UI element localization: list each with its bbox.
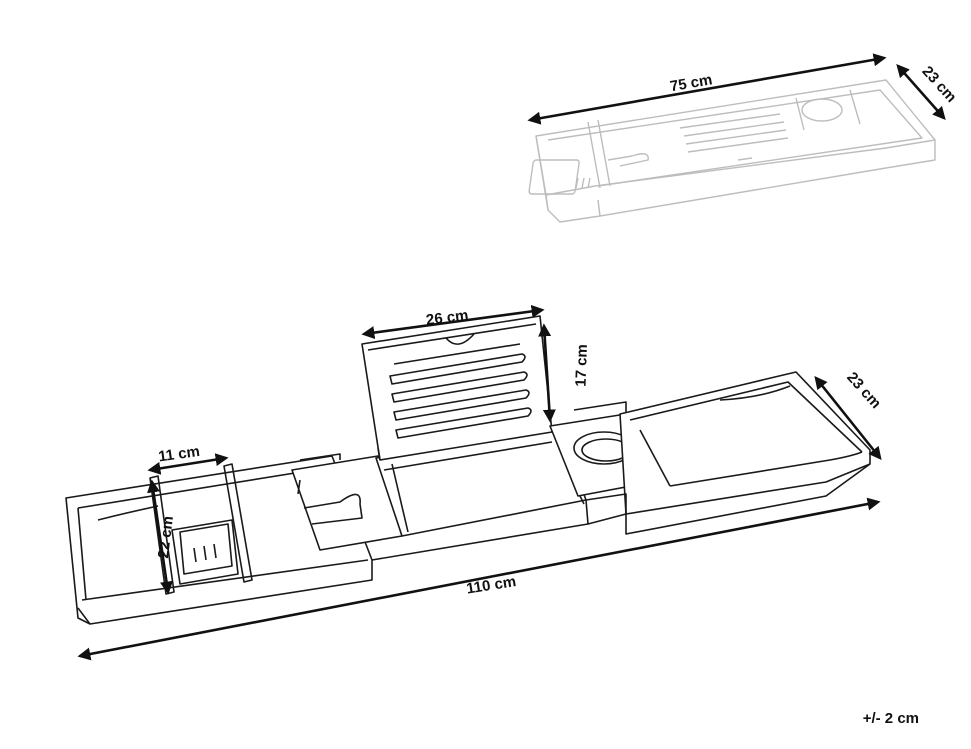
stand-width-label: 26 cm bbox=[425, 307, 469, 329]
retracted-width-label: 23 cm bbox=[919, 63, 960, 106]
stand-height-label: 17 cm bbox=[573, 344, 591, 387]
extended-length-label: 110 cm bbox=[465, 573, 517, 598]
extended-width-label: 23 cm bbox=[843, 369, 884, 412]
tray-width-dimension: 11 cm bbox=[147, 443, 229, 475]
tray-depth-label: 22 cm bbox=[155, 515, 177, 559]
tray-depth-dimension: 22 cm bbox=[147, 479, 177, 595]
stand-height-dimension: 17 cm bbox=[538, 323, 591, 423]
tolerance-note: +/- 2 cm bbox=[862, 710, 919, 727]
tray-width-label: 11 cm bbox=[157, 443, 201, 466]
stand-width-dimension: 26 cm bbox=[361, 304, 545, 340]
retracted-width-dimension: 23 cm bbox=[896, 63, 960, 120]
retracted-length-label: 75 cm bbox=[669, 71, 714, 95]
retracted-caddy-drawing bbox=[528, 79, 936, 223]
extended-caddy-drawing bbox=[65, 315, 871, 625]
